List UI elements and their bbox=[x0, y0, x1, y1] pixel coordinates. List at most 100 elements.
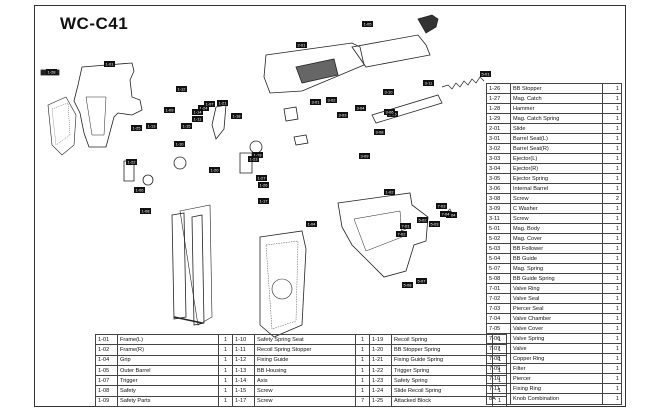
slide-part bbox=[263, 42, 365, 94]
callout-label: 1-22 bbox=[126, 159, 137, 165]
callout-label: 1-19 bbox=[252, 152, 263, 158]
recoil-spring-part bbox=[441, 76, 485, 90]
callout-label: 1-27 bbox=[256, 175, 267, 181]
svg-text:1-19: 1-19 bbox=[253, 153, 262, 158]
svg-text:1-15: 1-15 bbox=[182, 124, 191, 129]
callout-label: 3-03 bbox=[337, 112, 348, 118]
callout-label: 1-20 bbox=[209, 167, 220, 173]
callout-label: 1-23 bbox=[248, 156, 259, 162]
callout-label: 3-08 bbox=[374, 129, 385, 135]
callout-label: 1-04 bbox=[306, 221, 317, 227]
callout-label: 1-10 bbox=[174, 141, 185, 147]
callout-label: 3-01 bbox=[310, 99, 321, 105]
frame-left-part bbox=[73, 62, 143, 148]
svg-text:7-04: 7-04 bbox=[441, 212, 450, 217]
callout-label: 7-04 bbox=[440, 211, 451, 217]
callout-label: 1-11 bbox=[192, 116, 203, 122]
svg-text:5-01: 5-01 bbox=[481, 72, 490, 77]
svg-text:5-04: 5-04 bbox=[447, 213, 456, 218]
callout-label: 1-01 bbox=[104, 61, 115, 67]
callout-label: 3-02 bbox=[326, 97, 337, 103]
callout-label: 1-21 bbox=[217, 100, 228, 106]
svg-text:1-09: 1-09 bbox=[165, 108, 174, 113]
svg-text:1-26: 1-26 bbox=[259, 183, 268, 188]
svg-text:1-27: 1-27 bbox=[257, 176, 266, 181]
callout-label: 5-01 bbox=[480, 71, 491, 77]
callout-label: 1-12 bbox=[176, 86, 187, 92]
svg-text:2-01: 2-01 bbox=[297, 43, 306, 48]
grip-part bbox=[259, 230, 307, 338]
svg-text:5-08: 5-08 bbox=[403, 283, 412, 288]
svg-text:1-21: 1-21 bbox=[218, 101, 227, 106]
svg-text:1-22: 1-22 bbox=[127, 160, 136, 165]
svg-text:1-01: 1-01 bbox=[105, 62, 114, 67]
trigger-part bbox=[211, 104, 227, 140]
internal-barrel-part bbox=[371, 94, 443, 124]
callout-label: 1-28 bbox=[46, 69, 57, 75]
svg-text:1-24: 1-24 bbox=[199, 106, 208, 111]
svg-text:1-17: 1-17 bbox=[259, 199, 268, 204]
callout-label: 1-13 bbox=[146, 123, 157, 129]
svg-text:1-12: 1-12 bbox=[177, 87, 186, 92]
model-title: WC-C41 bbox=[60, 14, 129, 33]
svg-text:3-08: 3-08 bbox=[375, 130, 384, 135]
callout-label: 7-01 bbox=[400, 223, 411, 229]
svg-text:3-02: 3-02 bbox=[327, 98, 336, 103]
svg-text:7-02: 7-02 bbox=[397, 232, 406, 237]
svg-text:5-07: 5-07 bbox=[417, 279, 426, 284]
svg-text:3-03: 3-03 bbox=[338, 113, 347, 118]
svg-text:1-08: 1-08 bbox=[141, 209, 150, 214]
callout-label: 1-02 bbox=[384, 189, 395, 195]
svg-text:5-03: 5-03 bbox=[430, 222, 439, 227]
callout-label: 3-10 bbox=[383, 89, 394, 95]
svg-text:1-25: 1-25 bbox=[132, 126, 141, 131]
callout-label: 1-06 bbox=[134, 187, 145, 193]
svg-text:1-10: 1-10 bbox=[175, 142, 184, 147]
svg-text:1-14: 1-14 bbox=[193, 110, 202, 115]
svg-text:1-11: 1-11 bbox=[194, 117, 202, 122]
callout-label: 5-04 bbox=[446, 212, 457, 218]
callout-label: 3-11 bbox=[423, 80, 434, 86]
svg-text:1-28: 1-28 bbox=[47, 70, 56, 75]
callout-label: 5-07 bbox=[416, 278, 427, 284]
svg-text:3-11: 3-11 bbox=[425, 81, 433, 86]
svg-text:1-18: 1-18 bbox=[232, 114, 241, 119]
svg-text:1-13: 1-13 bbox=[147, 124, 156, 129]
svg-text:3-10: 3-10 bbox=[384, 90, 393, 95]
callout-label: 1-25 bbox=[131, 125, 142, 131]
callout-label: 1-26 bbox=[258, 182, 269, 188]
callout-label: 1-18 bbox=[231, 113, 242, 119]
svg-text:1-02: 1-02 bbox=[385, 190, 394, 195]
callout-label: 1-17 bbox=[258, 198, 269, 204]
callout-label: 2-01 bbox=[296, 42, 307, 48]
callout-label: 1-05 bbox=[362, 21, 373, 27]
callout-label: 1-08 bbox=[140, 208, 151, 214]
callout-label: 3-09 bbox=[359, 153, 370, 159]
svg-text:1-07: 1-07 bbox=[205, 102, 214, 107]
